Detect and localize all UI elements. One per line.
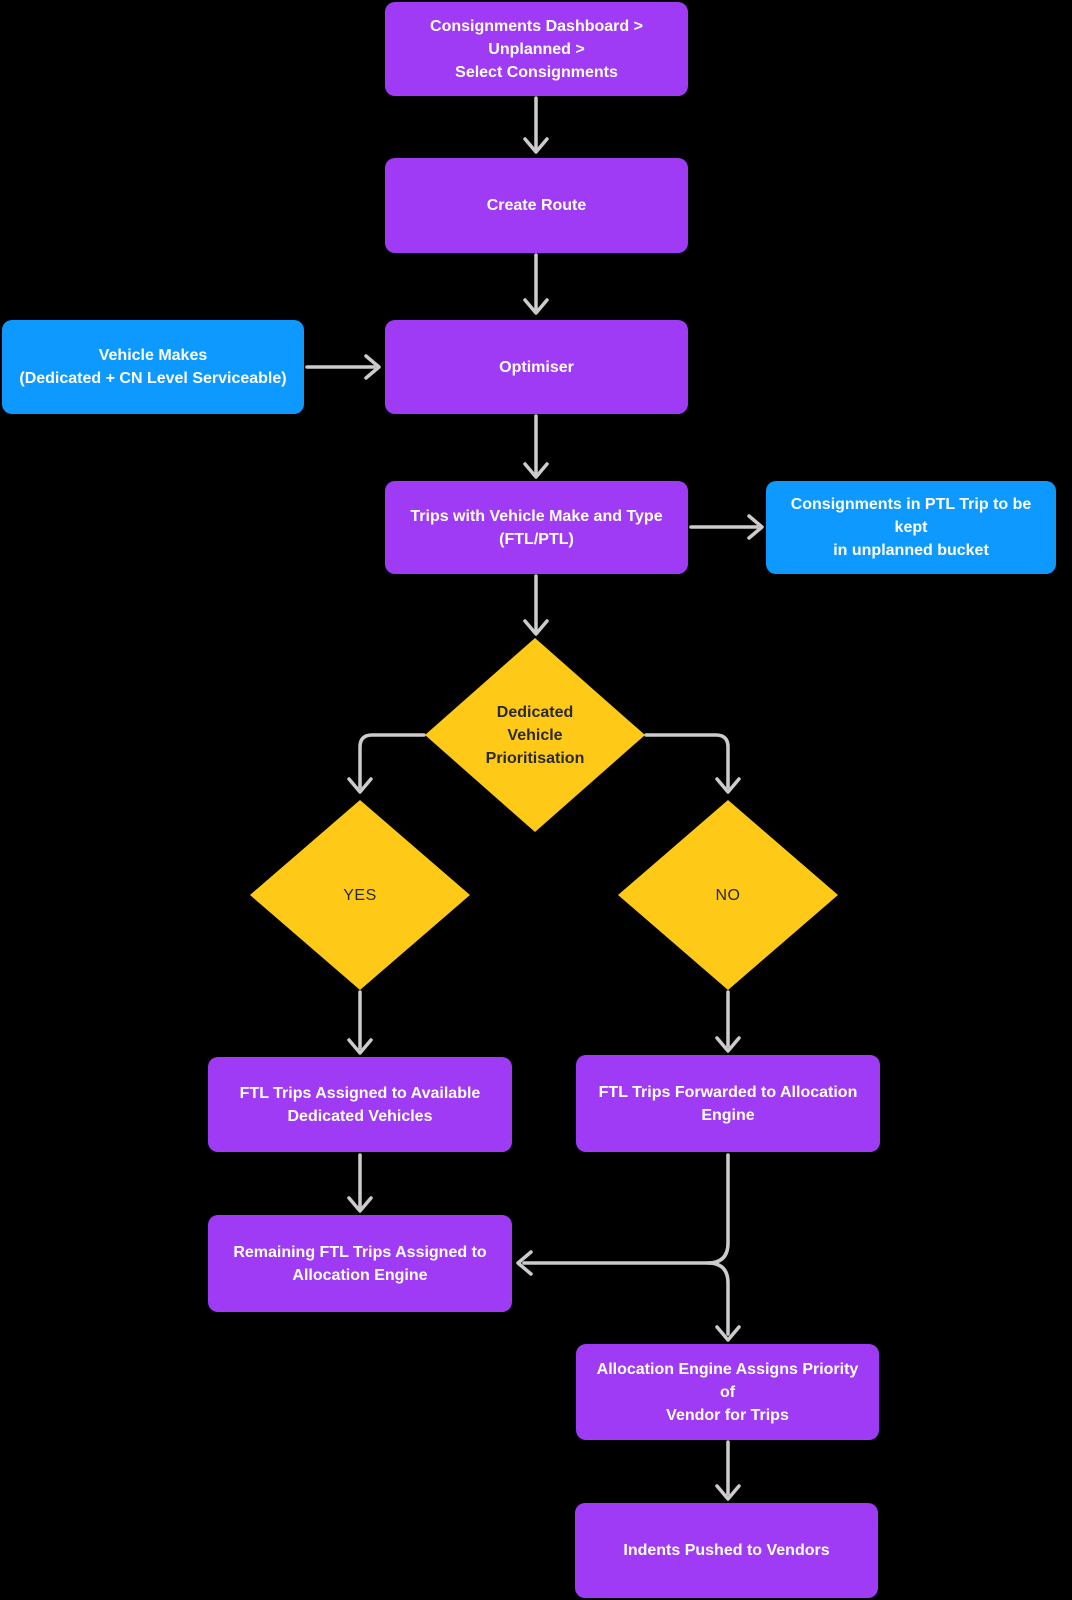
node-ftl-assigned-dedicated-label: FTL Trips Assigned to Available Dedicate… — [239, 1084, 481, 1125]
node-remaining-ftl-allocation: Remaining FTL Trips Assigned to Allocati… — [208, 1215, 512, 1312]
node-optimiser-label: Optimiser — [499, 358, 574, 376]
node-dedicated-vehicle-prioritisation: Dedicated Vehicle Prioritisation — [425, 638, 645, 832]
arrowhead-yes-to-ftl-assigned — [347, 1038, 373, 1055]
node-decision-yes-label: YES — [343, 886, 377, 904]
arrowhead-branch-into-remaining — [516, 1250, 533, 1276]
node-vehicle-makes-label: Vehicle Makes (Dedicated + CN Level Serv… — [19, 347, 287, 387]
node-allocation-vendor-priority-label: Allocation Engine Assigns Priority of Ve… — [596, 1360, 859, 1424]
arrowhead-allocation-to-indents — [715, 1484, 741, 1501]
arrowhead-trips-to-decision — [523, 619, 549, 636]
node-create-route-label: Create Route — [486, 197, 587, 214]
node-decision-no-label: NO — [715, 886, 741, 904]
arrow-decision-to-yes — [358, 733, 426, 789]
arrowhead-decision-to-yes — [347, 777, 373, 794]
node-allocation-vendor-priority: Allocation Engine Assigns Priority of Ve… — [576, 1344, 879, 1440]
node-select-consignments-label: Consignments Dashboard > Unplanned > Sel… — [430, 17, 643, 81]
arrowhead-branch-down-to-allocation — [715, 1325, 741, 1342]
node-dedicated-vehicle-prioritisation-label: Dedicated Vehicle Prioritisation — [485, 703, 585, 767]
node-create-route: Create Route — [385, 158, 688, 253]
node-select-consignments: Consignments Dashboard > Unplanned > Sel… — [385, 2, 688, 96]
node-vehicle-makes: Vehicle Makes (Dedicated + CN Level Serv… — [2, 320, 304, 414]
node-indents-pushed-vendors-label: Indents Pushed to Vendors — [623, 1542, 830, 1559]
arrow-decision-to-no — [644, 733, 730, 789]
arrow-ftl-forwarded-branch-left — [522, 1153, 730, 1265]
node-indents-pushed-vendors: Indents Pushed to Vendors — [575, 1503, 878, 1598]
node-ftl-assigned-dedicated: FTL Trips Assigned to Available Dedicate… — [208, 1057, 512, 1152]
arrowhead-create-route-to-optimiser — [523, 298, 549, 315]
arrowhead-optimiser-to-trips — [523, 462, 549, 479]
arrowhead-ftl-assigned-to-remaining — [347, 1196, 373, 1213]
node-decision-no: NO — [618, 800, 838, 990]
node-ftl-forwarded-allocation-label: FTL Trips Forwarded to Allocation Engine — [598, 1083, 858, 1124]
node-remaining-ftl-allocation-label: Remaining FTL Trips Assigned to Allocati… — [233, 1243, 487, 1284]
arrowhead-vehicle-makes-to-optimiser — [364, 354, 381, 380]
node-trips-vehicle-make-type: Trips with Vehicle Make and Type (FTL/PT… — [385, 481, 688, 574]
arrow-branch-down-to-allocation — [706, 1261, 730, 1336]
node-decision-yes: YES — [250, 800, 470, 990]
arrowhead-select-to-create-route — [523, 137, 549, 154]
arrowhead-decision-to-no — [715, 777, 741, 794]
node-trips-vehicle-make-type-label: Trips with Vehicle Make and Type (FTL/PT… — [410, 507, 663, 548]
node-ptl-unplanned-bucket-label: Consignments in PTL Trip to be kept in u… — [790, 496, 1032, 559]
node-ptl-unplanned-bucket: Consignments in PTL Trip to be kept in u… — [766, 481, 1056, 574]
arrowhead-no-to-ftl-forwarded — [715, 1036, 741, 1053]
node-optimiser: Optimiser — [385, 320, 688, 414]
arrowhead-trips-to-ptl-bucket — [747, 514, 764, 540]
node-ftl-forwarded-allocation: FTL Trips Forwarded to Allocation Engine — [576, 1055, 880, 1152]
